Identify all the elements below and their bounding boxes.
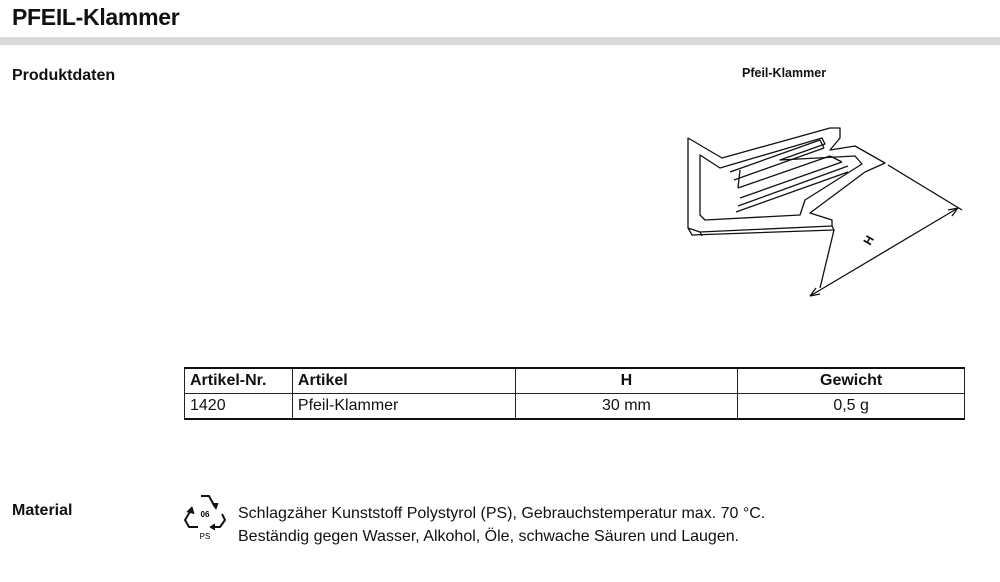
- dimension-arrow-2: [809, 287, 821, 297]
- header-artikel-nr: Artikel-Nr.: [184, 368, 293, 394]
- dimension-extension-2: [819, 229, 835, 289]
- pfeil-klammer-drawing: H: [687, 127, 963, 297]
- recycling-code: 06: [201, 510, 210, 519]
- product-table: Artikel-Nr. Artikel H Gewicht 1420 Pfeil…: [184, 367, 965, 420]
- dimension-arrow-1: [947, 207, 959, 217]
- recycling-abbr: PS: [200, 532, 211, 541]
- clip-outline: [687, 127, 886, 233]
- dimension-label-h: H: [860, 233, 876, 248]
- header-gewicht: Gewicht: [737, 368, 965, 394]
- dimension-line: [809, 207, 959, 297]
- section-label-material: Material: [12, 502, 73, 519]
- page-title: PFEIL-Klammer: [12, 4, 180, 30]
- clip-slots: [729, 139, 849, 213]
- table-row: 1420 Pfeil-Klammer 30 mm 0,5 g: [184, 393, 965, 419]
- material-description: Schlagzäher Kunststoff Polystyrol (PS), …: [238, 502, 765, 548]
- dimension-extension-1: [887, 164, 963, 211]
- cell-artikel: Pfeil-Klammer: [291, 393, 516, 419]
- material-line-1: Schlagzäher Kunststoff Polystyrol (PS), …: [238, 505, 766, 522]
- clip-edge: [687, 225, 835, 237]
- cell-artikel-nr: 1420: [184, 393, 293, 419]
- cell-gewicht: 0,5 g: [737, 393, 965, 419]
- header-artikel: Artikel: [291, 368, 516, 394]
- header-h: H: [514, 368, 738, 394]
- clip-inner-outline: [699, 137, 863, 221]
- recycling-ps-icon: 06 PS: [184, 495, 226, 541]
- cell-h: 30 mm: [514, 393, 738, 419]
- table-header-row: Artikel-Nr. Artikel H Gewicht: [184, 368, 965, 394]
- title-divider: [0, 37, 1000, 45]
- drawing-caption: Pfeil-Klammer: [742, 66, 827, 80]
- section-label-produktdaten: Produktdaten: [12, 67, 116, 84]
- material-line-2: Beständig gegen Wasser, Alkohol, Öle, sc…: [238, 528, 740, 545]
